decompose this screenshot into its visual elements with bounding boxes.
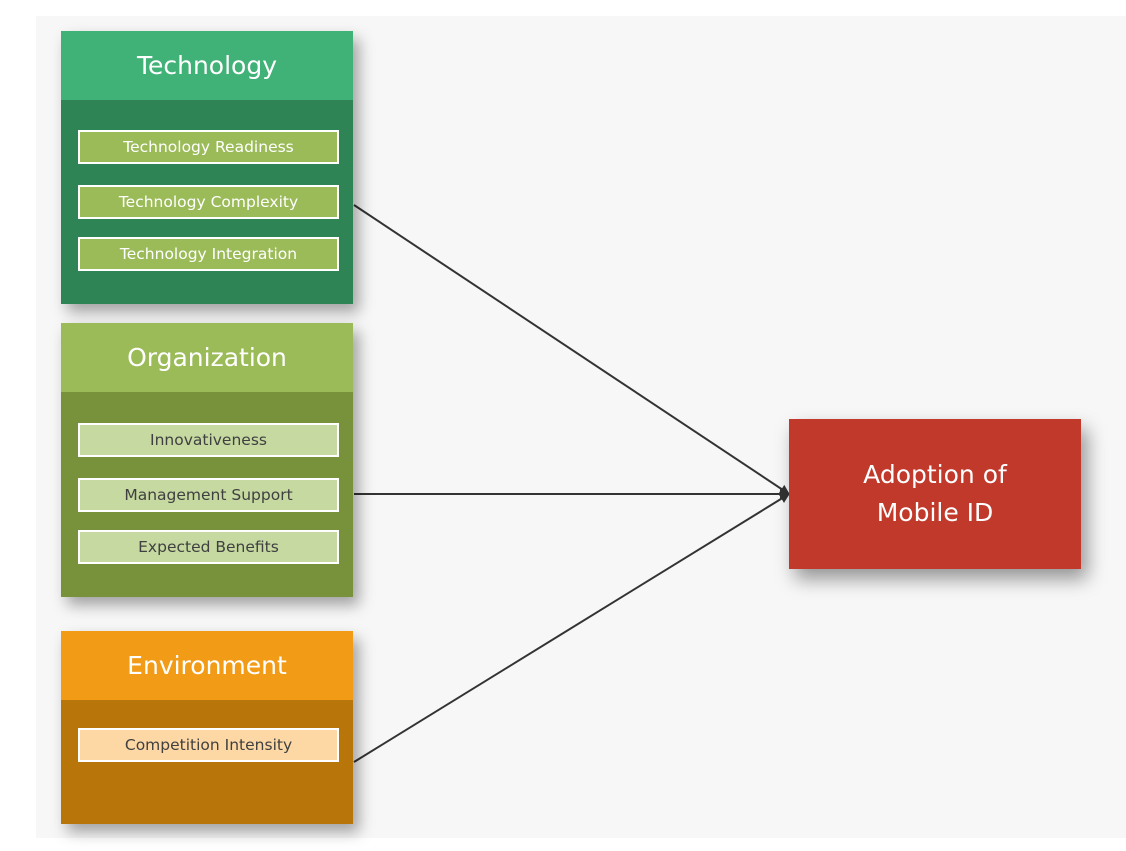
factor-technology-readiness: Technology Readiness [78, 130, 339, 164]
factor-technology-integration: Technology Integration [78, 237, 339, 271]
factor-expected-benefits: Expected Benefits [78, 530, 339, 564]
environment-panel-body: Competition Intensity [61, 700, 353, 824]
outcome-box: Adoption of Mobile ID [789, 419, 1081, 569]
factor-management-support: Management Support [78, 478, 339, 512]
environment-panel: Environment Competition Intensity [61, 631, 353, 824]
organization-panel: Organization Innovativeness Management S… [61, 323, 353, 597]
technology-panel: Technology Technology Readiness Technolo… [61, 31, 353, 304]
technology-panel-body: Technology Readiness Technology Complexi… [61, 100, 353, 304]
arrow-technology-to-outcome [353, 204, 790, 495]
environment-panel-title: Environment [61, 631, 353, 700]
organization-panel-body: Innovativeness Management Support Expect… [61, 392, 353, 597]
organization-panel-title: Organization [61, 323, 353, 392]
technology-panel-title: Technology [61, 31, 353, 100]
factor-competition-intensity: Competition Intensity [78, 728, 339, 762]
factor-technology-complexity: Technology Complexity [78, 185, 339, 219]
arrow-environment-to-outcome [353, 493, 790, 763]
factor-innovativeness: Innovativeness [78, 423, 339, 457]
outcome-label-line-1: Adoption of [863, 460, 1007, 489]
outcome-label-line-2: Mobile ID [876, 498, 994, 527]
